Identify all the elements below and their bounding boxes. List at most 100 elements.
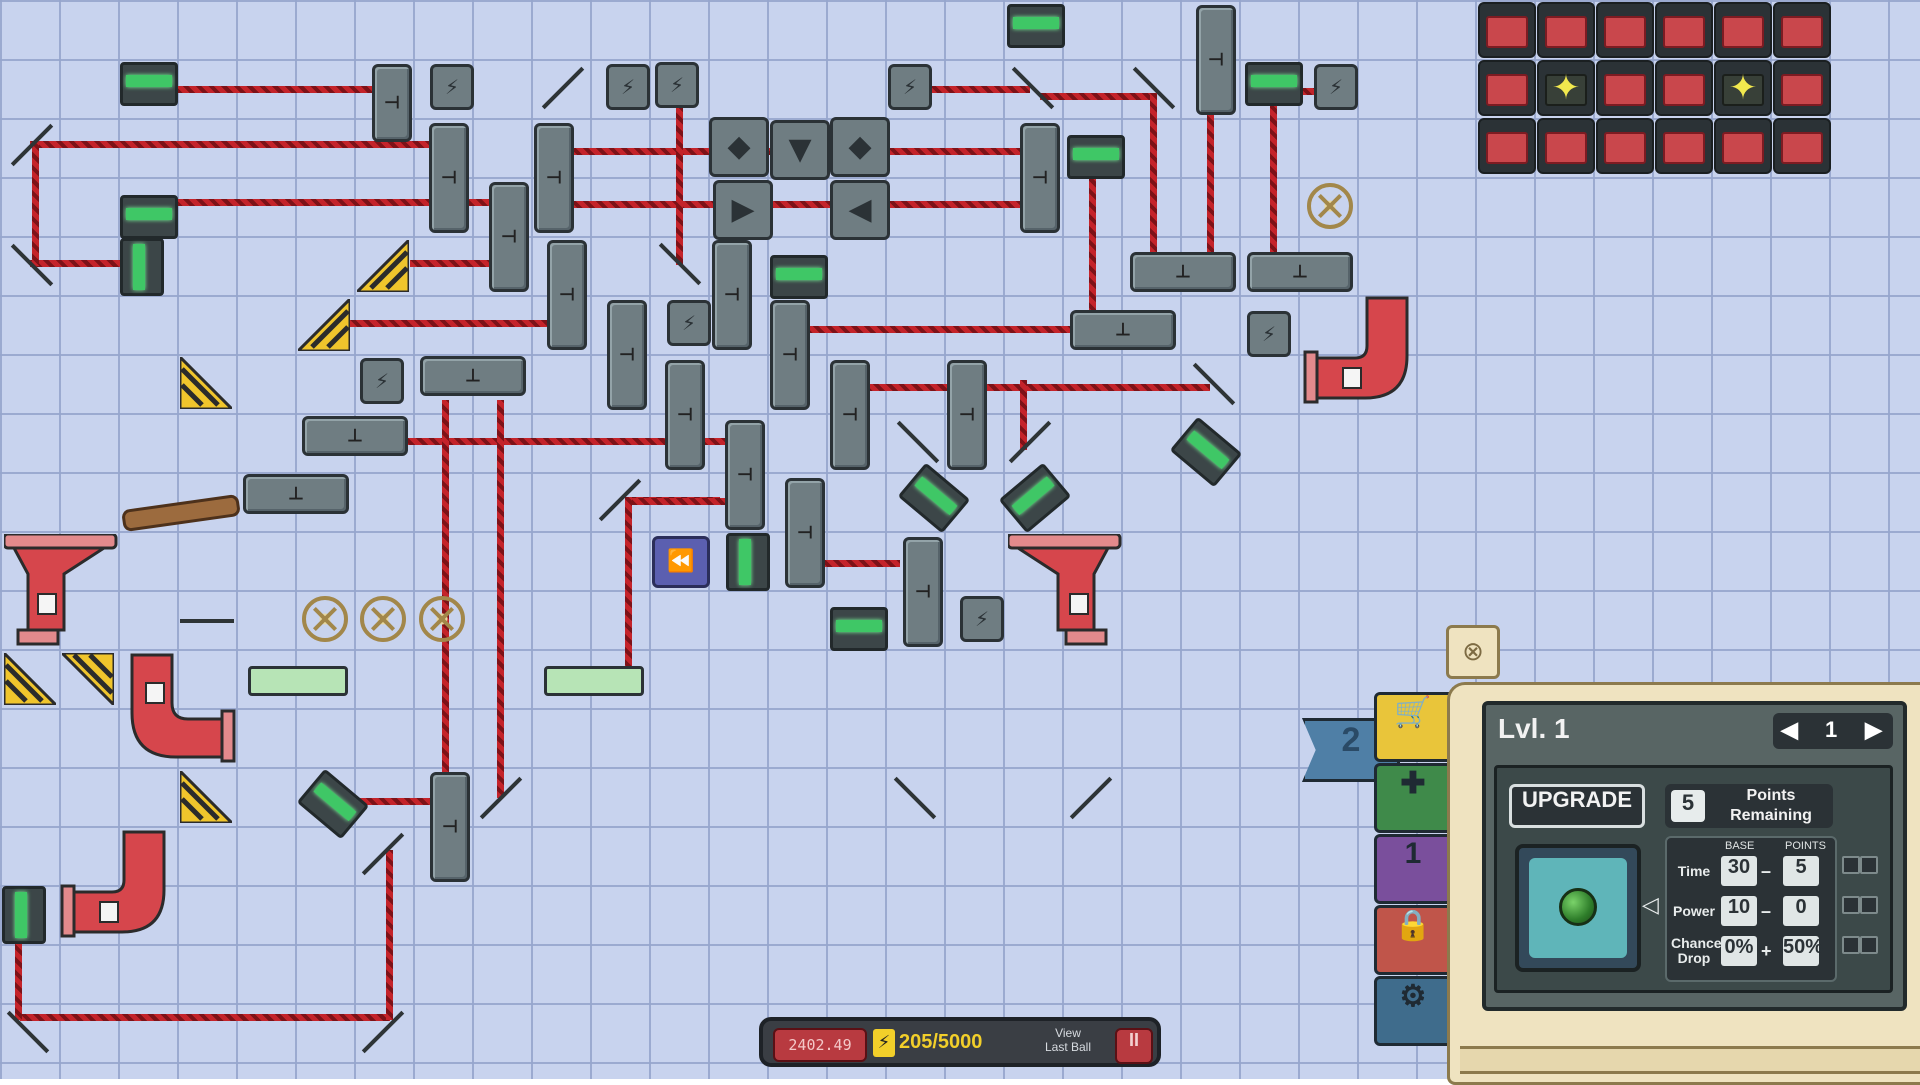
battery-module[interactable]: ⚡ [667, 300, 711, 346]
right-pad[interactable]: ▶ [713, 180, 773, 240]
rotate-right-pad[interactable]: ◆ [830, 117, 890, 177]
laser-emitter[interactable] [296, 768, 370, 840]
tab-add[interactable]: ✚ [1374, 763, 1452, 833]
valve-wheel[interactable] [360, 596, 406, 642]
inventory-slot[interactable] [1714, 118, 1772, 174]
stat-up-button[interactable] [1842, 936, 1860, 954]
ramp-block[interactable] [62, 653, 114, 705]
laser-emitter[interactable] [120, 195, 178, 239]
inventory-slot[interactable] [1655, 2, 1713, 58]
battery-module[interactable]: ⚡ [960, 596, 1004, 642]
green-platform[interactable] [544, 666, 644, 696]
splitter-module[interactable] [903, 537, 943, 647]
inventory-slot[interactable] [1596, 2, 1654, 58]
view-last-ball-button[interactable]: View Last Ball [1033, 1026, 1103, 1054]
stat-down-button[interactable] [1860, 896, 1878, 914]
splitter-module[interactable] [547, 240, 587, 350]
ramp-block[interactable] [180, 357, 232, 409]
laser-emitter[interactable] [770, 255, 828, 299]
wooden-log[interactable] [121, 493, 241, 533]
left-pad[interactable]: ◀ [830, 180, 890, 240]
tab-lock[interactable]: 🔒 [1374, 905, 1452, 975]
inventory-slot[interactable] [1773, 118, 1831, 174]
ramp-block[interactable] [4, 653, 56, 705]
splitter-module[interactable] [785, 478, 825, 588]
laser-emitter[interactable] [1169, 416, 1243, 488]
mirror[interactable] [1069, 776, 1113, 820]
tab-one[interactable]: 1 [1374, 834, 1452, 904]
prev-level-button[interactable]: ◀ [1781, 717, 1798, 742]
battery-module[interactable]: ⚡ [655, 62, 699, 108]
stat-up-button[interactable] [1842, 896, 1860, 914]
mirror[interactable] [541, 66, 585, 110]
inventory-slot[interactable] [1478, 60, 1536, 116]
laser-emitter[interactable] [120, 238, 164, 296]
upgrade-button[interactable]: UPGRADE [1509, 784, 1645, 828]
stat-down-button[interactable] [1860, 936, 1878, 954]
chevron-left-icon[interactable]: ◁ [1642, 893, 1659, 918]
green-platform[interactable] [248, 666, 348, 696]
splitter-module[interactable] [429, 123, 469, 233]
special-item-slot[interactable] [1714, 60, 1772, 116]
ramp-block[interactable] [298, 299, 350, 351]
rotate-left-pad[interactable]: ◆ [709, 117, 769, 177]
splitter-module[interactable] [830, 360, 870, 470]
valve-wheel[interactable] [302, 596, 348, 642]
laser-emitter[interactable] [1067, 135, 1125, 179]
merger-module[interactable] [420, 356, 526, 396]
mirror[interactable] [893, 776, 937, 820]
tab-settings[interactable]: ⚙ [1374, 976, 1452, 1046]
mirror[interactable] [180, 619, 234, 623]
splitter-module[interactable] [665, 360, 705, 470]
inventory-slot[interactable] [1596, 60, 1654, 116]
pause-button[interactable]: II [1115, 1028, 1153, 1064]
merger-module[interactable] [1247, 252, 1353, 292]
battery-module[interactable]: ⚡ [360, 358, 404, 404]
merger-module[interactable] [1070, 310, 1176, 350]
ramp-block[interactable] [180, 771, 232, 823]
reverse-module[interactable]: ⏪ [652, 536, 710, 588]
inventory-slot[interactable] [1478, 2, 1536, 58]
inventory-slot[interactable] [1537, 118, 1595, 174]
inventory-slot[interactable] [1478, 118, 1536, 174]
battery-module[interactable]: ⚡ [1314, 64, 1358, 110]
merger-module[interactable] [302, 416, 408, 456]
tab-shop[interactable]: 🛒 [1374, 692, 1452, 762]
battery-module[interactable]: ⚡ [1247, 311, 1291, 357]
mirror[interactable] [896, 420, 940, 464]
valve-wheel[interactable] [419, 596, 465, 642]
stat-down-button[interactable] [1860, 856, 1878, 874]
splitter-module[interactable] [534, 123, 574, 233]
splitter-module[interactable] [770, 300, 810, 410]
laser-emitter[interactable] [2, 886, 46, 944]
inventory-slot[interactable] [1596, 118, 1654, 174]
next-level-button[interactable]: ▶ [1865, 717, 1882, 742]
mirror[interactable] [361, 832, 405, 876]
splitter-module[interactable] [430, 772, 470, 882]
inventory-slot[interactable] [1714, 2, 1772, 58]
splitter-module[interactable] [725, 420, 765, 530]
laser-emitter[interactable] [120, 62, 178, 106]
laser-emitter[interactable] [1007, 4, 1065, 48]
x-close-icon[interactable]: ⊗ [1446, 625, 1500, 679]
ramp-block[interactable] [357, 240, 409, 292]
inventory-slot[interactable] [1773, 60, 1831, 116]
stat-up-button[interactable] [1842, 856, 1860, 874]
battery-module[interactable]: ⚡ [430, 64, 474, 110]
splitter-module[interactable] [1020, 123, 1060, 233]
splitter-module[interactable] [712, 240, 752, 350]
laser-emitter[interactable] [1245, 62, 1303, 106]
inventory-slot[interactable] [1655, 118, 1713, 174]
splitter-module[interactable] [372, 64, 412, 142]
battery-module[interactable]: ⚡ [606, 64, 650, 110]
battery-module[interactable]: ⚡ [888, 64, 932, 110]
splitter-module[interactable] [947, 360, 987, 470]
merger-module[interactable] [1130, 252, 1236, 292]
splitter-module[interactable] [489, 182, 529, 292]
laser-emitter[interactable] [998, 462, 1072, 534]
down-pad[interactable]: ▼ [770, 120, 830, 180]
inventory-slot[interactable] [1773, 2, 1831, 58]
laser-emitter[interactable] [726, 533, 770, 591]
mirror[interactable] [1008, 420, 1052, 464]
